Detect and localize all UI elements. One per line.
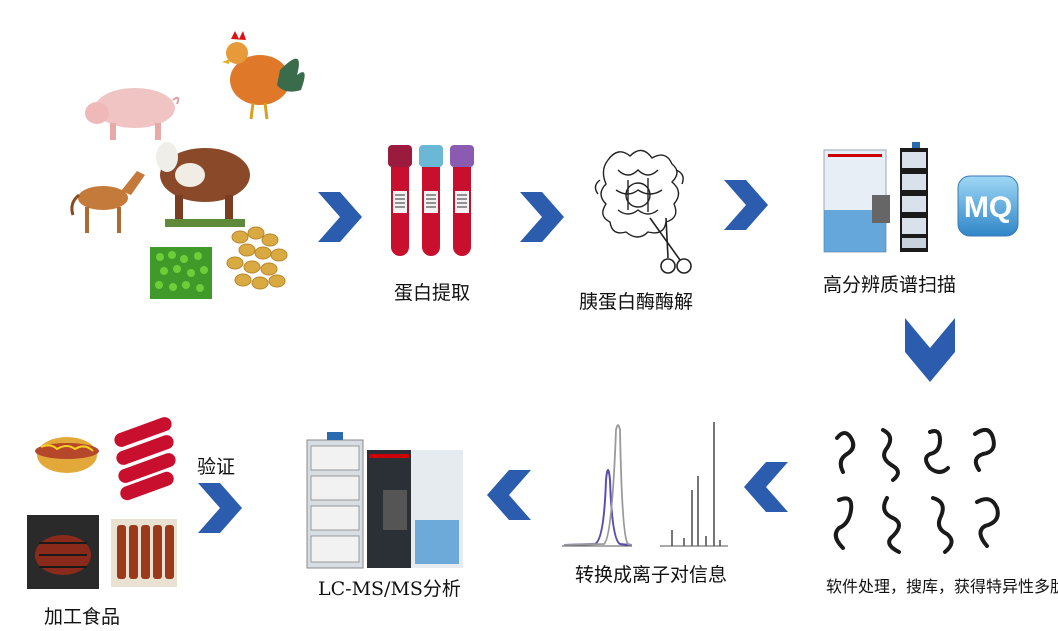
step-lcms-label: LC-MS/MS分析 (318, 578, 461, 600)
mass-spectrometer-icon (822, 140, 952, 255)
protein-scissors-icon (588, 140, 700, 280)
processed-food-icon (25, 415, 185, 595)
arrow-left-2 (487, 470, 531, 520)
maxquant-logo-text: MQ (964, 191, 1012, 224)
arrow-down (905, 318, 955, 382)
soybeans-icon (226, 226, 288, 290)
peas-icon (150, 247, 212, 299)
step-software-label: 软件处理，搜库，获得特异性多肽 (826, 577, 1058, 596)
hotdog-icon (35, 437, 99, 473)
chromatogram-icon (560, 420, 730, 550)
arrow-left-1 (744, 462, 788, 512)
cow-icon (156, 142, 250, 227)
arrow-right-1 (318, 192, 362, 242)
peptides-icon (825, 420, 1035, 565)
step-convert-label: 转换成离子对信息 (575, 564, 728, 586)
lcms-instrument-icon (303, 430, 468, 570)
step-scan-label: 高分辨质谱扫描 (823, 274, 957, 296)
step-food-label: 加工食品 (44, 606, 121, 628)
maxquant-logo: MQ (957, 175, 1019, 237)
steak-icon (27, 515, 99, 589)
horse-icon (70, 171, 145, 233)
test-tubes-icon (384, 143, 479, 261)
step-extract-label: 蛋白提取 (394, 282, 471, 304)
rooster-icon (222, 31, 305, 120)
sausages-icon (114, 417, 176, 501)
verify-label: 验证 (197, 456, 236, 478)
raw-materials-cluster (65, 15, 315, 305)
scissors-icon (649, 217, 692, 274)
arrow-right-2 (520, 192, 564, 242)
skewers-icon (111, 519, 177, 587)
arrow-right-verify (198, 483, 242, 533)
step-digest-label: 胰蛋白酶酶解 (579, 291, 694, 313)
arrow-right-3 (724, 180, 768, 230)
pig-icon (85, 88, 180, 140)
